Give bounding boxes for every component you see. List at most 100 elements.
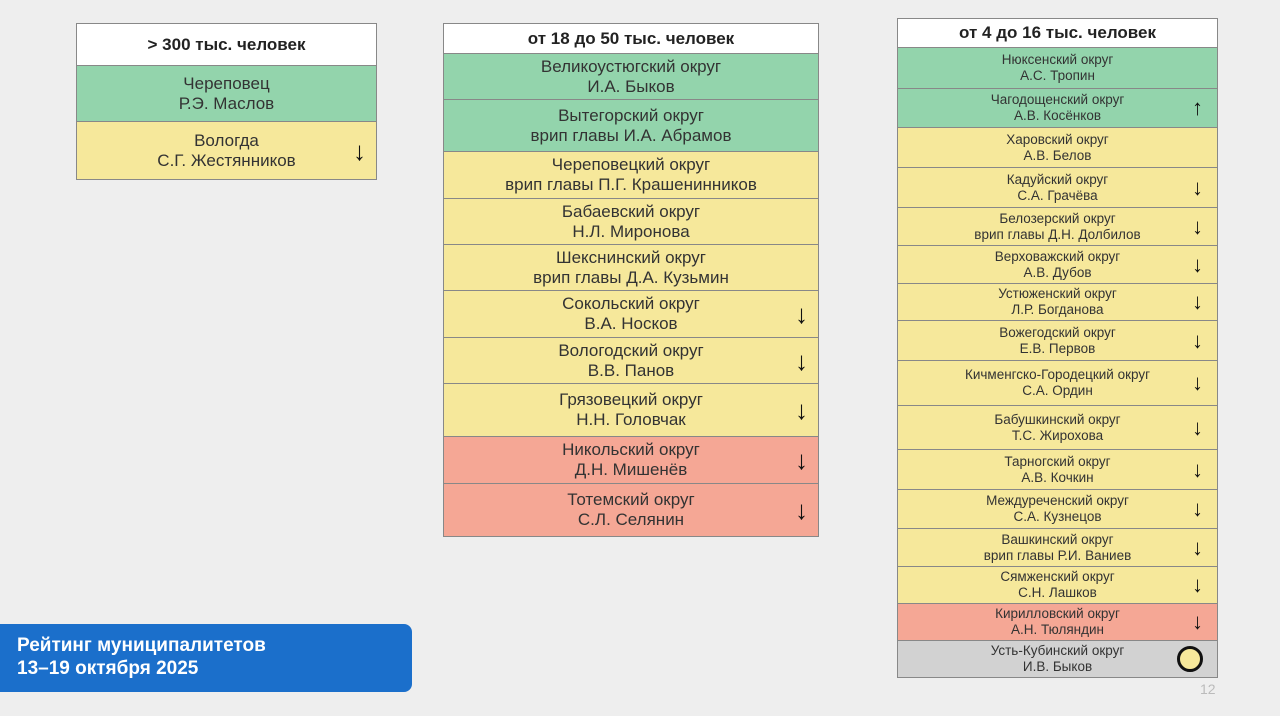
head-name: И.В. Быков — [1022, 659, 1093, 674]
district-name: Кирилловский округ — [995, 606, 1120, 622]
district-name: Череповец — [183, 73, 270, 93]
head-name: Е.В. Первов — [1019, 340, 1096, 356]
head-name: С.А. Грачёва — [1017, 187, 1098, 203]
district-name: Кадуйский округ — [1006, 171, 1109, 187]
head-name: врип главы И.А. Абрамов — [530, 125, 732, 145]
district-name: Усть-Кубинский округ — [990, 643, 1125, 659]
head-name: С.А. Ордин — [1022, 383, 1093, 398]
head-name: врип главы П.Г. Крашенинников — [505, 175, 757, 194]
head-name: А.В. Дубов — [1023, 264, 1092, 280]
district-name: Кичменгско-Городецкий округ — [964, 367, 1151, 383]
head-name: С.Г. Жестянников — [157, 150, 296, 170]
head-name: С.Л. Селянин — [577, 510, 685, 529]
head-name: Т.С. Жирохова — [1011, 427, 1104, 443]
head-name: С.Н. Лашков — [1018, 585, 1097, 600]
banner-dates: 13–19 октября 2025 — [17, 657, 199, 679]
district-name: Вашкинский округ — [1001, 531, 1114, 547]
head-name: А.В. Белов — [1023, 147, 1092, 163]
district-name: Белозерский округ — [999, 210, 1116, 226]
district-name: Вологда — [194, 130, 259, 150]
district-name: Череповецкий округ — [551, 155, 711, 175]
head-name: С.А. Кузнецов — [1013, 509, 1102, 524]
head-name: А.С. Тропин — [1020, 68, 1095, 83]
district-name: Вологодский округ — [558, 340, 704, 360]
arrow-down-icon: ↓ — [795, 299, 808, 329]
district-name: Сямженский округ — [1000, 569, 1115, 585]
arrow-down-icon: ↓ — [795, 395, 808, 425]
district-name: Грязовецкий округ — [559, 390, 703, 410]
district-name: Нюксенский округ — [1001, 52, 1114, 68]
arrow-down-icon: ↓ — [1192, 289, 1203, 314]
head-name: Н.Н. Головчак — [576, 410, 686, 429]
head-name: врип главы Д.А. Кузьмин — [533, 267, 729, 287]
arrow-down-icon: ↓ — [1192, 496, 1203, 521]
column-header: > 300 тыс. человек — [77, 24, 376, 66]
district-name: Никольский округ — [562, 440, 700, 460]
head-name: А.В. Косёнков — [1013, 108, 1102, 123]
arrow-down-icon: ↓ — [795, 345, 808, 376]
district-name: Вожегодский округ — [999, 324, 1116, 340]
district-name: Бабушкинский округ — [994, 411, 1121, 427]
head-name: врип главы Д.Н. Долбилов — [974, 226, 1141, 242]
arrow-up-icon: ↑ — [1192, 95, 1203, 120]
banner-title: Рейтинг муниципалитетов — [17, 635, 266, 656]
district-name: Тотемский округ — [567, 490, 695, 510]
head-name: А.Н. Тюляндин — [1010, 622, 1104, 637]
head-name: В.В. Панов — [587, 360, 675, 380]
district-name: Сокольский округ — [562, 294, 700, 314]
arrow-down-icon: ↓ — [1192, 456, 1203, 482]
district-name: Великоустюгский округ — [540, 56, 722, 76]
arrow-down-icon: ↓ — [795, 495, 808, 525]
district-name: Шекснинский округ — [556, 247, 706, 267]
arrow-down-icon: ↓ — [1192, 534, 1203, 560]
head-name: Н.Л. Миронова — [572, 221, 690, 241]
page-number: 12 — [1200, 681, 1216, 697]
arrow-down-icon: ↓ — [353, 135, 366, 166]
head-name: Р.Э. Маслов — [178, 93, 275, 113]
column-18-50k: от 18 до 50 тыс. человек Великоустюгский… — [443, 23, 819, 537]
arrow-down-icon: ↓ — [1192, 213, 1203, 239]
column-4-16k: от 4 до 16 тыс. человек Нюксенский округ… — [897, 18, 1218, 678]
district-name: Устюженский округ — [998, 286, 1117, 302]
column-header: от 4 до 16 тыс. человек — [898, 19, 1217, 48]
district-name: Междуреченский округ — [986, 493, 1129, 509]
arrow-down-icon: ↓ — [1192, 174, 1203, 200]
arrow-down-icon: ↓ — [1192, 370, 1203, 395]
head-name: Л.Р. Богданова — [1011, 302, 1104, 317]
district-name: Харовский округ — [1006, 131, 1109, 147]
column-header: от 18 до 50 тыс. человек — [444, 24, 818, 54]
arrow-down-icon: ↓ — [1192, 609, 1203, 634]
circle-icon — [1177, 646, 1203, 672]
head-name: Д.Н. Мишенёв — [574, 460, 688, 479]
arrow-down-icon: ↓ — [795, 445, 808, 475]
arrow-down-icon: ↓ — [1192, 414, 1203, 440]
district-name: Вытегорский округ — [558, 105, 704, 125]
district-name: Бабаевский округ — [561, 201, 701, 221]
arrow-down-icon: ↓ — [1192, 251, 1203, 277]
district-name: Тарногский округ — [1004, 453, 1111, 469]
